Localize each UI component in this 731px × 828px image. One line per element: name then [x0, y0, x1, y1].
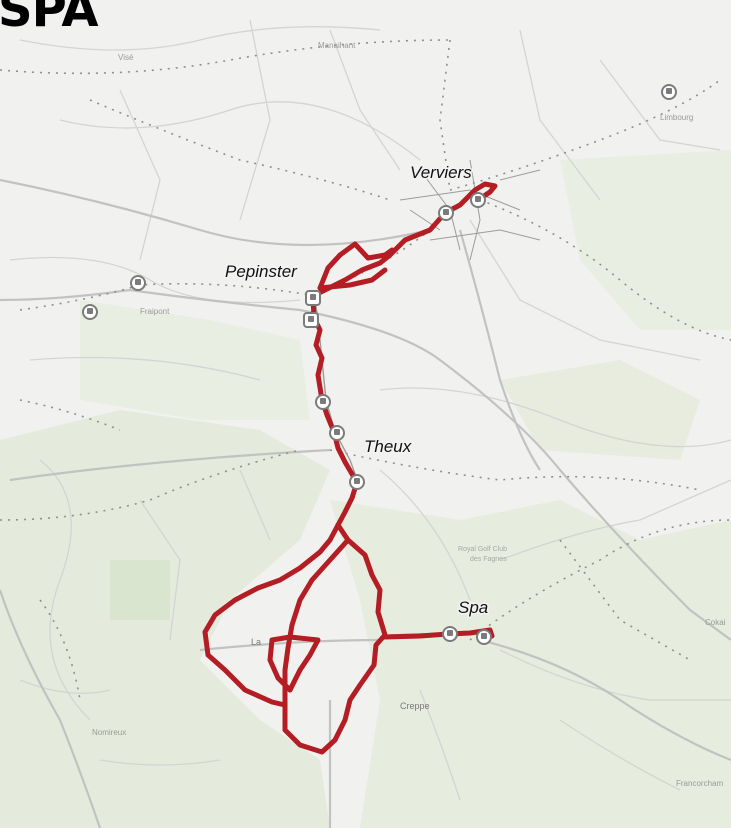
place-des-fagnes: des Fagnes: [470, 556, 507, 563]
station-juslenville-icon: [315, 394, 331, 410]
place-manaihant: Manaihant: [318, 41, 356, 50]
railway-lines: [0, 39, 731, 701]
place-fraipont: Fraipont: [140, 307, 170, 316]
minor-roads: [9, 19, 731, 801]
place-limbourg: Limbourg: [660, 113, 693, 122]
place-francorchamps: Francorcham: [676, 779, 723, 788]
place-royal-golf: Royal Golf Club: [458, 546, 507, 553]
place-la: La: [251, 637, 261, 647]
station-pepinster-icon: [305, 290, 321, 306]
city-spa: Spa: [458, 598, 488, 617]
place-creppe: Creppe: [400, 701, 430, 711]
station-fraipont-icon: [130, 275, 146, 291]
headline-title: SPA: [0, 0, 98, 38]
station-limbourg-icon: [661, 84, 677, 100]
place-labels: Visé Manaihant Limbourg Fraipont Nomireu…: [92, 41, 726, 788]
city-pepinster: Pepinster: [225, 262, 298, 281]
station-verviers-central-icon: [438, 205, 454, 221]
place-nomireux: Nomireux: [92, 728, 126, 737]
forest-areas: [0, 150, 731, 828]
station-west-icon: [82, 304, 98, 320]
city-labels: Verviers Pepinster Theux Spa: [224, 162, 490, 619]
station-spa-geronstere-icon: [476, 629, 492, 645]
railway-stations: [82, 84, 677, 645]
city-verviers: Verviers: [410, 163, 472, 182]
station-franchimont-icon: [349, 474, 365, 490]
city-theux: Theux: [364, 437, 412, 456]
station-spa-icon: [442, 626, 458, 642]
place-cokaifagne: Cokai: [705, 618, 726, 627]
station-pepinster-south-icon: [303, 312, 319, 328]
station-theux-icon: [329, 425, 345, 441]
station-verviers-east-icon: [470, 192, 486, 208]
place-vise: Visé: [118, 53, 134, 62]
